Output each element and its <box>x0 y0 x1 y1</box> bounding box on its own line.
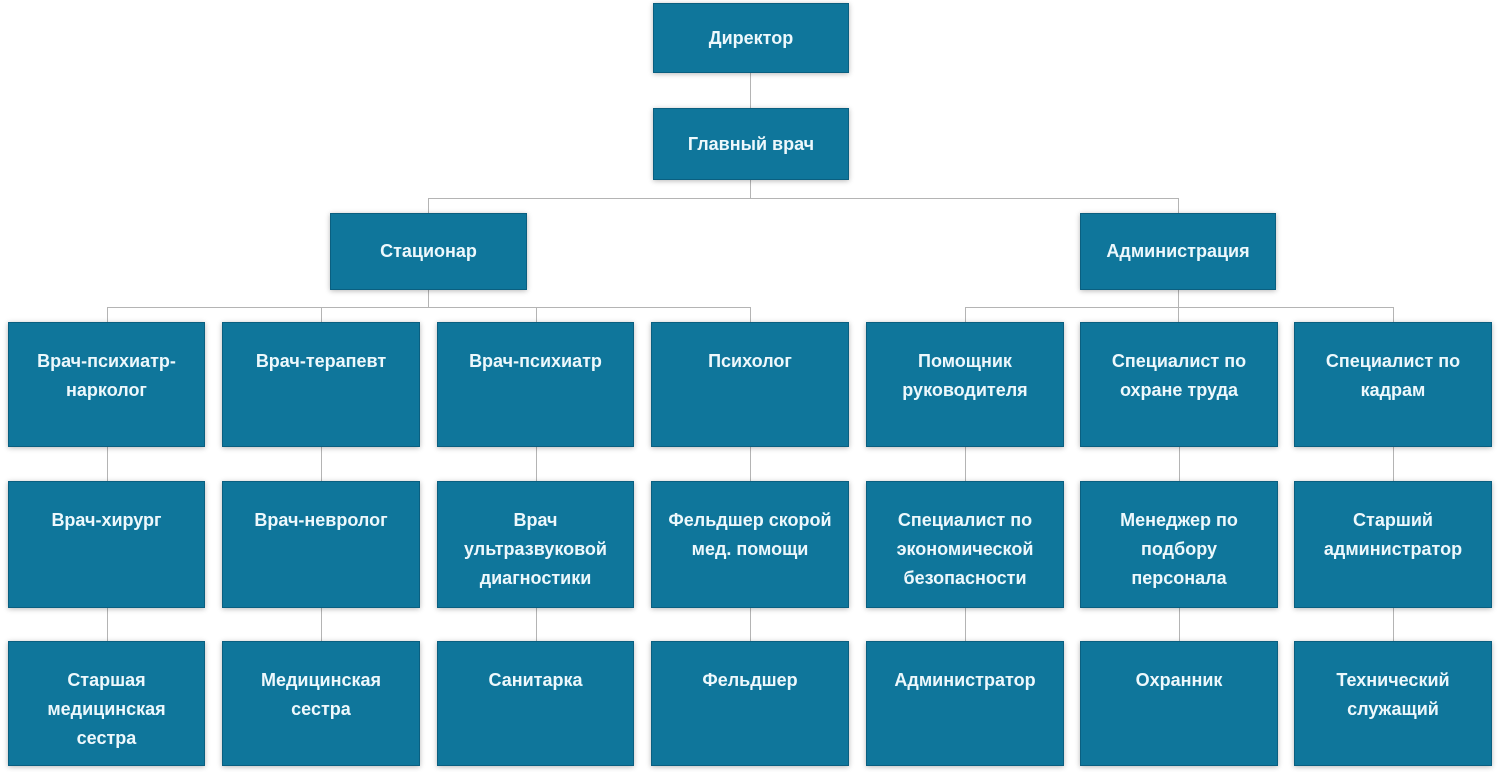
org-node-label: Специалист по экономической безопасности <box>896 510 1034 588</box>
org-node-surgeon: Врач-хирург <box>8 481 205 608</box>
connector-line <box>750 73 751 108</box>
org-node-psychiatrist: Врач-психиатр <box>437 322 634 447</box>
connector-line <box>536 307 537 322</box>
org-node-label: Администрация <box>1106 241 1250 261</box>
connector-line <box>1178 290 1179 322</box>
org-node-head-nurse: Старшая медицинская сестра <box>8 641 205 766</box>
org-node-technical-worker: Технический служащий <box>1294 641 1492 766</box>
connector-line <box>750 307 751 322</box>
org-node-psychologist: Психолог <box>651 322 849 447</box>
org-node-neurologist: Врач-невролог <box>222 481 420 608</box>
org-node-therapist: Врач-терапевт <box>222 322 420 447</box>
org-node-label: Технический служащий <box>1336 670 1450 719</box>
org-node-chief-physician: Главный врач <box>653 108 849 180</box>
connector-line <box>1393 608 1394 641</box>
connector-line <box>965 447 966 481</box>
org-node-label: Фельдшер скорой мед. помощи <box>668 510 832 559</box>
connector-line <box>107 307 108 322</box>
org-node-senior-administrator: Старший администратор <box>1294 481 1492 608</box>
connector-line <box>536 447 537 481</box>
org-node-label: Врач-психиатр- нарколог <box>37 351 176 400</box>
connector-line <box>965 307 966 322</box>
org-node-ultrasound-doctor: Врач ультразвуковой диагностики <box>437 481 634 608</box>
connector-line <box>321 307 322 322</box>
org-node-inpatient: Стационар <box>330 213 527 290</box>
org-node-orderly: Санитарка <box>437 641 634 766</box>
connector-line <box>750 608 751 641</box>
org-node-label: Специалист по охране труда <box>1111 351 1247 400</box>
connector-line <box>536 608 537 641</box>
org-node-label: Помощник руководителя <box>902 351 1028 400</box>
connector-line <box>965 307 1393 308</box>
org-node-economic-security-specialist: Специалист по экономической безопасности <box>866 481 1064 608</box>
connector-line <box>428 198 429 213</box>
connector-line <box>428 198 1178 199</box>
org-node-label: Стационар <box>380 241 477 261</box>
connector-line <box>1393 307 1394 322</box>
connector-line <box>107 608 108 641</box>
org-node-label: Специалист по кадрам <box>1325 351 1461 400</box>
connector-line <box>1179 447 1180 481</box>
connector-line <box>965 608 966 641</box>
org-node-label: Менеджер по подбору персонала <box>1120 510 1238 588</box>
org-node-labor-safety-specialist: Специалист по охране труда <box>1080 322 1278 447</box>
org-node-recruiting-manager: Менеджер по подбору персонала <box>1080 481 1278 608</box>
org-node-administrator: Администратор <box>866 641 1064 766</box>
org-node-label: Главный врач <box>687 133 815 154</box>
connector-line <box>750 180 751 198</box>
org-node-label: Врач-терапевт <box>255 351 387 371</box>
org-node-label: Врач-хирург <box>51 510 162 530</box>
connector-line <box>1178 198 1179 213</box>
org-node-label: Врач ультразвуковой диагностики <box>464 510 607 588</box>
org-node-label: Директор <box>708 27 794 48</box>
org-node-administration: Администрация <box>1080 213 1276 290</box>
org-node-label: Старшая медицинская сестра <box>47 670 166 748</box>
org-node-label: Старший администратор <box>1323 510 1463 559</box>
connector-line <box>1179 608 1180 641</box>
org-node-label: Фельдшер <box>702 670 798 690</box>
org-node-paramedic: Фельдшер <box>651 641 849 766</box>
org-node-label: Санитарка <box>488 670 583 690</box>
connector-line <box>321 447 322 481</box>
connector-line <box>107 447 108 481</box>
org-node-guard: Охранник <box>1080 641 1278 766</box>
org-node-hr-specialist: Специалист по кадрам <box>1294 322 1492 447</box>
org-node-label: Администратор <box>894 670 1036 690</box>
org-node-label: Медицинская сестра <box>260 670 382 719</box>
org-node-director: Директор <box>653 3 849 73</box>
org-node-ambulance-paramedic: Фельдшер скорой мед. помощи <box>651 481 849 608</box>
org-node-label: Психолог <box>708 351 792 371</box>
org-node-assistant-to-director: Помощник руководителя <box>866 322 1064 447</box>
connector-line <box>750 447 751 481</box>
org-node-label: Врач-психиатр <box>469 351 602 371</box>
org-node-psychiatrist-narcologist: Врач-психиатр- нарколог <box>8 322 205 447</box>
connector-line <box>321 608 322 641</box>
org-node-label: Врач-невролог <box>254 510 388 530</box>
connector-line <box>1393 447 1394 481</box>
org-node-nurse: Медицинская сестра <box>222 641 420 766</box>
connector-line <box>107 307 750 308</box>
connector-line <box>428 290 429 307</box>
org-node-label: Охранник <box>1135 670 1223 690</box>
